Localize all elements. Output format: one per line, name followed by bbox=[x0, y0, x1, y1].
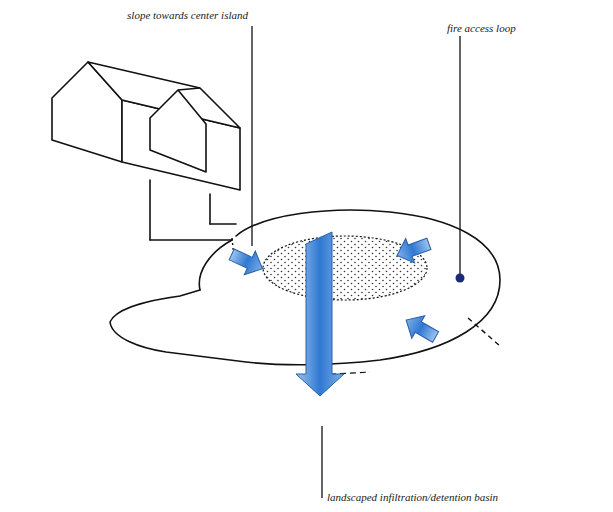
leader-dot bbox=[456, 274, 465, 283]
callout-label: fire access loop bbox=[447, 22, 516, 35]
road-outline bbox=[110, 180, 500, 365]
slope-arrows bbox=[226, 232, 442, 396]
callout-label: landscaped infiltration/detention basin bbox=[327, 491, 498, 504]
dashed-edge bbox=[468, 318, 500, 346]
leader-lines bbox=[252, 26, 460, 498]
house bbox=[52, 62, 240, 190]
callout-label: slope towards center island bbox=[127, 9, 248, 22]
